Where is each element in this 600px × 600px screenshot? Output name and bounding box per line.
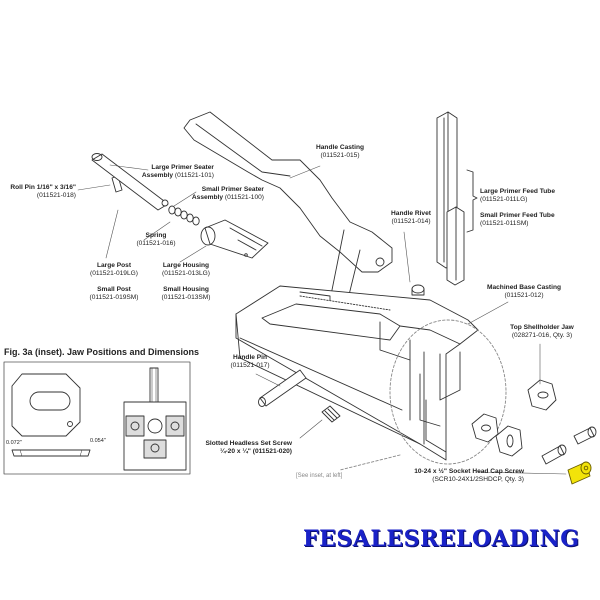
brand-watermark: FESALESRELOADING [303,526,580,552]
set-screw-part [321,405,341,423]
label-spring: Spring (011521-016) [136,232,176,247]
label-handle-casting: Handle Casting (011521-015) [316,144,364,159]
label-machined-base: Machined Base Casting (011521-012) [486,284,561,299]
label-large-feed-tube: Large Primer Feed Tube (011521-011LG) [480,188,555,203]
primer-seater-components [91,153,269,259]
inset-figure [3,361,191,475]
leader-lines [77,164,567,475]
label-small-post: Small Post (011521-019SM) [89,286,139,301]
handle-pin-part [258,369,307,407]
label-cap-screw: 10-24 x ½" Socket Head Cap Screw (SCR10-… [414,468,524,483]
cap-screws [541,426,597,485]
see-inset-note: [See inset, at left] [296,473,343,479]
label-small-seater: Small Primer Seater Assembly (011521-100… [191,186,264,201]
label-large-seater: Large Primer Seater Assembly (011521-101… [141,164,214,179]
dim-left: 0.072" [6,440,22,446]
detail-circle [389,319,507,465]
label-top-shellholder-jaw: Top Shellholder Jaw (028271-016, Qty. 3) [510,324,574,339]
label-small-housing: Small Housing (011521-013SM) [161,286,211,301]
label-handle-pin: Handle Pin (011521-017) [230,354,270,369]
shellholder-jaws [471,379,557,457]
label-small-feed-tube: Small Primer Feed Tube (011521-011SM) [480,212,555,227]
label-handle-rivet: Handle Rivet (011521-014) [391,210,431,225]
label-large-housing: Large Housing (011521-013LG) [162,262,210,277]
inset-title: Fig. 3a (inset). Jaw Positions and Dimen… [4,347,200,357]
machined-base-casting [235,285,479,461]
label-roll-pin: Roll Pin 1/16" x 3/16" (011521-018) [10,184,76,199]
label-large-post: Large Post (011521-019LG) [90,262,138,277]
dim-right: 0.054" [90,438,106,444]
primer-feed-tubes [436,111,478,286]
label-set-screw: Slotted Headless Set Screw ¼-20 x ¼" (01… [205,440,293,455]
